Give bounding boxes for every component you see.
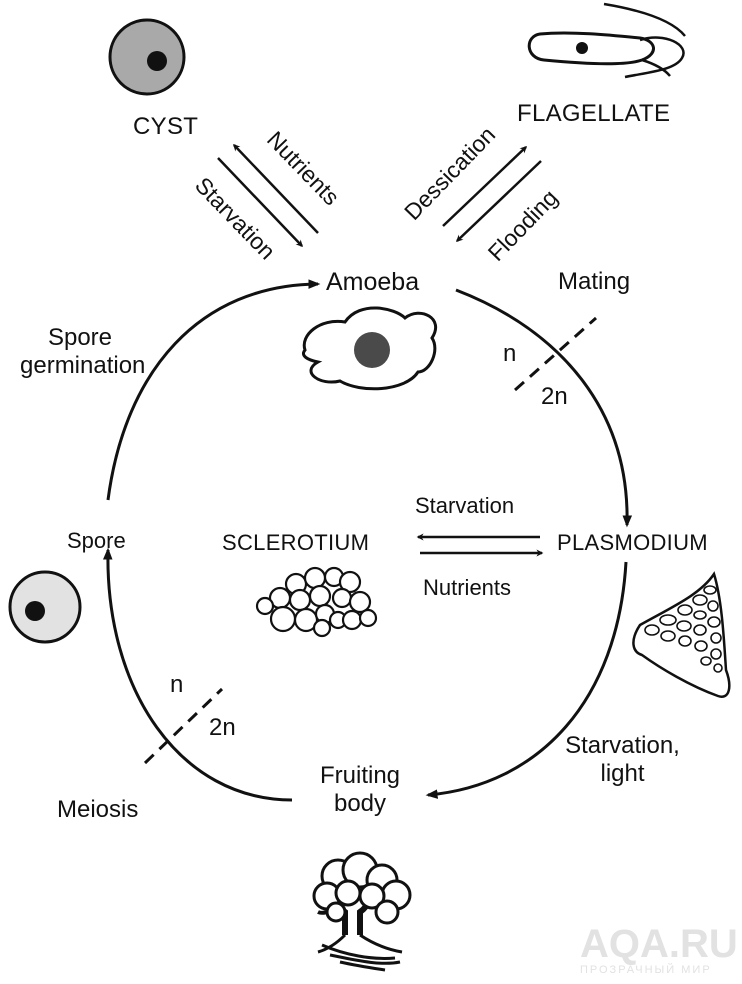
spore-icon xyxy=(8,570,82,644)
arc-spore-to-amoeba xyxy=(106,279,321,501)
flagellate-icon xyxy=(527,2,686,79)
fruiting-trigger-line1: Starvation, xyxy=(565,732,680,759)
flagellate-label: FLAGELLATE xyxy=(517,100,671,127)
amoeba-label: Amoeba xyxy=(326,268,420,296)
meiosis-haploid-label: n xyxy=(170,671,184,698)
fruiting-body-line1: Fruiting xyxy=(319,762,401,789)
to-plasmodium-label: Nutrients xyxy=(423,575,512,600)
mating-haploid-label: n xyxy=(503,340,517,367)
spore-germination-line2: germination xyxy=(20,351,146,379)
arrow-amoeba-to-cyst xyxy=(217,157,303,248)
mating-label: Mating xyxy=(558,268,631,295)
meiosis-diploid-label: 2n xyxy=(209,714,236,741)
watermark-logo: AQA.RU xyxy=(580,922,738,966)
sclerotium-icon xyxy=(255,566,378,638)
arrow-amoeba-to-flagellate xyxy=(442,146,528,227)
meiosis-ploidy-divider xyxy=(143,687,224,765)
fruiting-body-label: Fruiting body xyxy=(290,762,430,817)
arrow-cyst-to-amoeba xyxy=(233,143,319,234)
arc-plasmodium-to-fruiting-body xyxy=(425,561,628,799)
plasmodium-label: PLASMODIUM xyxy=(557,530,708,555)
mating-ploidy-divider xyxy=(514,316,597,392)
spore-germination-label: Spore germination xyxy=(20,324,146,379)
sclerotium-label: SCLEROTIUM xyxy=(222,530,370,555)
spore-label: Spore xyxy=(67,528,126,553)
meiosis-label: Meiosis xyxy=(57,796,139,823)
spore-germination-line1: Spore xyxy=(47,324,113,351)
fruiting-body-icon xyxy=(312,851,412,972)
mating-diploid-label: 2n xyxy=(541,383,568,410)
arrow-flagellate-to-amoeba xyxy=(455,160,542,242)
amoeba-icon xyxy=(302,306,438,391)
watermark-tagline: ПРОЗРАЧНЫЙ МИР xyxy=(580,964,712,976)
fruiting-trigger-line2: light xyxy=(600,759,645,787)
fruiting-body-line2: body xyxy=(333,789,387,817)
to-sclerotium-label: Starvation xyxy=(415,493,515,518)
arc-fruiting-body-to-spore xyxy=(103,547,293,802)
arc-amoeba-to-plasmodium xyxy=(455,288,633,528)
plasmodium-icon xyxy=(632,571,731,698)
fruiting-trigger-label: Starvation, light xyxy=(540,732,705,787)
cyst-icon xyxy=(108,18,186,96)
cyst-label: CYST xyxy=(133,113,199,140)
